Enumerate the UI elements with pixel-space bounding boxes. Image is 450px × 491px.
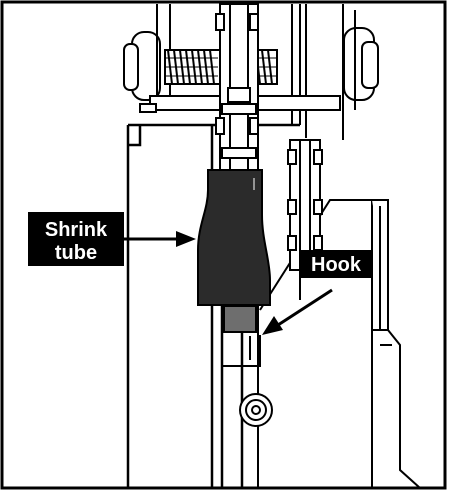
hook-label-text: Hook bbox=[311, 254, 362, 276]
secondary-chain bbox=[287, 139, 323, 271]
top-mechanism bbox=[123, 4, 379, 140]
hook-bracket bbox=[221, 332, 261, 367]
shrink-tube-label-line1: Shrink bbox=[45, 219, 108, 241]
shrink-tube bbox=[197, 169, 271, 306]
bolt bbox=[239, 393, 273, 427]
hook-arrow bbox=[262, 288, 333, 335]
shrink-tube-label: Shrink tube bbox=[28, 212, 124, 266]
shrink-tube-label-line2: tube bbox=[55, 242, 97, 264]
hook-label: Hook bbox=[300, 250, 372, 278]
hook bbox=[223, 305, 257, 333]
shrink-tube-arrow bbox=[122, 231, 196, 247]
housing-body bbox=[126, 123, 300, 488]
roller-chain bbox=[215, 3, 259, 175]
